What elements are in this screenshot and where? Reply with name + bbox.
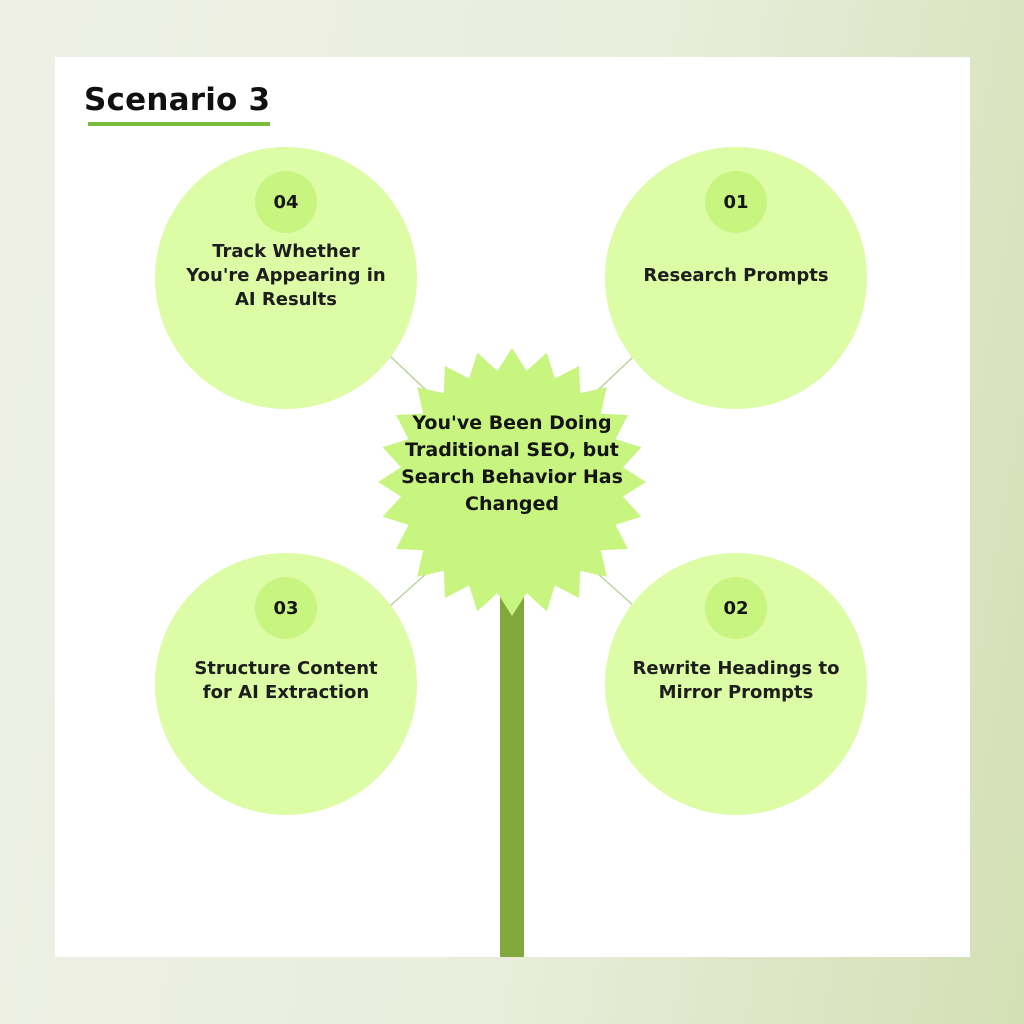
flower-stem [500, 590, 524, 957]
step-03-badge: 03 [255, 577, 317, 639]
page-title: Scenario 3 [84, 82, 271, 118]
title-underline [88, 122, 270, 126]
step-01-circle: 01 Research Prompts [605, 147, 867, 409]
step-04-badge: 04 [255, 171, 317, 233]
step-02-badge: 02 [705, 577, 767, 639]
step-02-label: Rewrite Headings to Mirror Prompts [632, 658, 840, 703]
step-01-label: Research Prompts [643, 265, 829, 286]
step-02-circle: 02 Rewrite Headings to Mirror Prompts [605, 553, 867, 815]
step-03-circle: 03 Structure Content for AI Extraction [155, 553, 417, 815]
step-01-badge: 01 [705, 171, 767, 233]
step-04-label: Track Whether You're Appearing in AI Res… [186, 241, 386, 310]
step-03-label: Structure Content for AI Extraction [194, 658, 378, 703]
center-topic: You've Been Doing Traditional SEO, but S… [401, 412, 623, 515]
step-04-circle: 04 Track Whether You're Appearing in AI … [155, 147, 417, 409]
